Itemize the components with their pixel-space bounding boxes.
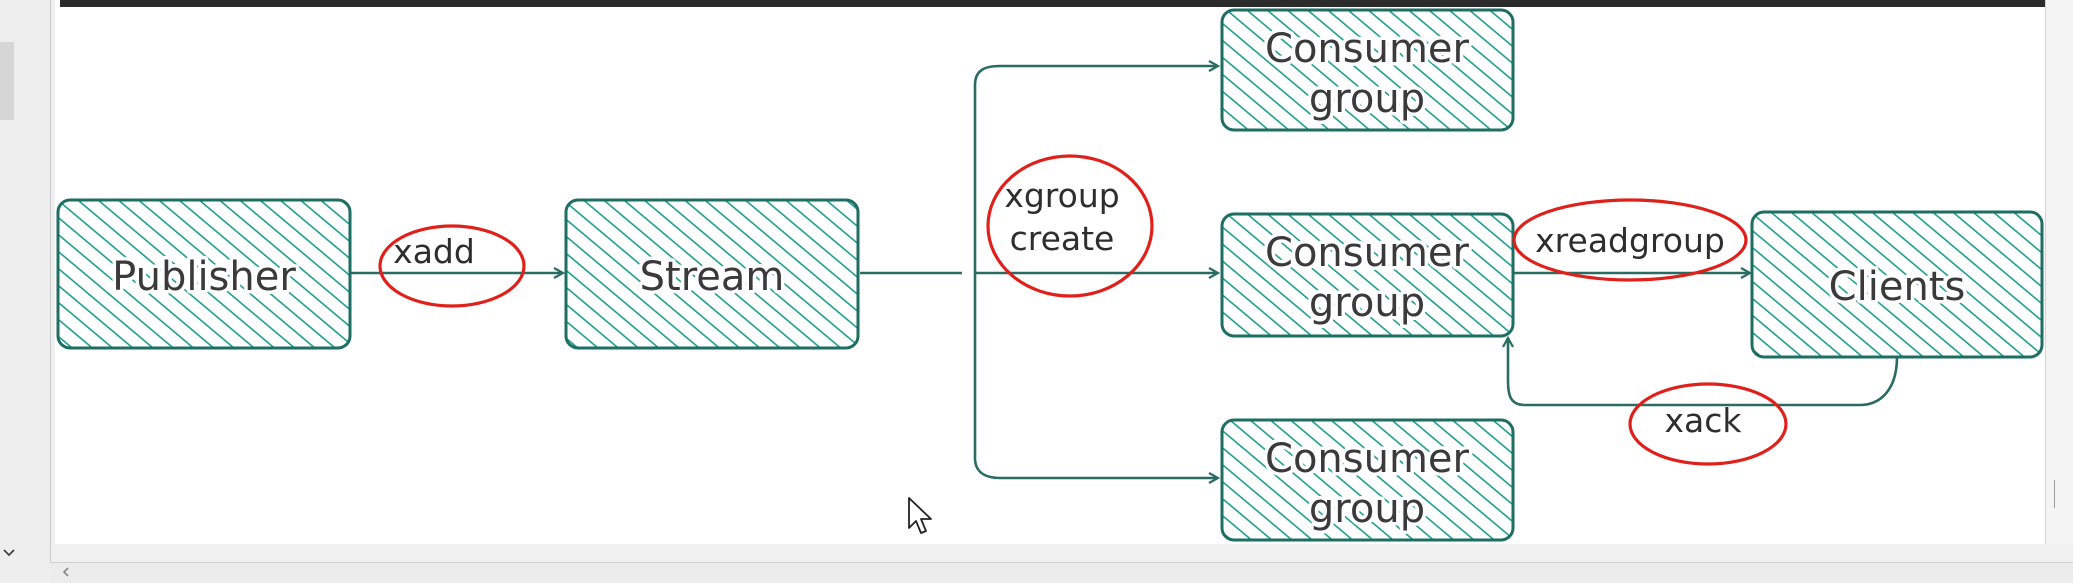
edges (350, 66, 1899, 478)
node-consumer-group-top: Consumer group (1220, 8, 1515, 132)
node-consumer-group-middle: Consumer group (1220, 212, 1515, 338)
stream-label: Stream (640, 254, 785, 300)
label-xgroup-create: xgroup create (986, 154, 1154, 298)
xadd-label: xadd (393, 232, 475, 271)
consumer-group-top-line2: group (1309, 76, 1425, 122)
consumer-group-middle-line1: Consumer (1265, 230, 1470, 276)
node-publisher: Publisher (56, 198, 352, 350)
node-clients: Clients (1750, 210, 2044, 359)
consumer-group-bottom-line2: group (1309, 486, 1425, 532)
node-consumer-group-bottom: Consumer group (1220, 418, 1515, 542)
mouse-pointer-icon (908, 497, 932, 534)
publisher-label: Publisher (112, 254, 296, 300)
xreadgroup-label: xreadgroup (1535, 221, 1725, 260)
chevron-left-icon[interactable] (60, 566, 72, 578)
consumer-group-bottom-line1: Consumer (1265, 436, 1470, 482)
top-divider (60, 0, 2045, 7)
chevron-down-icon[interactable] (2, 545, 16, 559)
xgroup-create-line2: create (1010, 219, 1115, 258)
xack-label: xack (1664, 401, 1742, 440)
horizontal-scrollbar[interactable] (50, 562, 2073, 583)
right-scroll-marker (2054, 480, 2055, 508)
xgroup-create-line1: xgroup (1004, 176, 1119, 215)
consumer-group-middle-line2: group (1309, 280, 1425, 326)
node-stream: Stream (564, 198, 860, 350)
label-xreadgroup: xreadgroup (1512, 198, 1748, 282)
right-scroll-track[interactable] (2045, 0, 2073, 544)
label-xack: xack (1628, 382, 1788, 466)
vertical-scroll-thumb[interactable] (0, 42, 14, 120)
edge-branch-to-bottom-group (973, 272, 1218, 478)
label-xadd: xadd (378, 224, 526, 308)
clients-label: Clients (1829, 264, 1966, 310)
edge-branch-to-top-group (973, 66, 1218, 274)
left-gutter (0, 0, 51, 582)
edge-clients-ack-to-group (1508, 338, 1899, 407)
consumer-group-top-line1: Consumer (1265, 26, 1470, 72)
